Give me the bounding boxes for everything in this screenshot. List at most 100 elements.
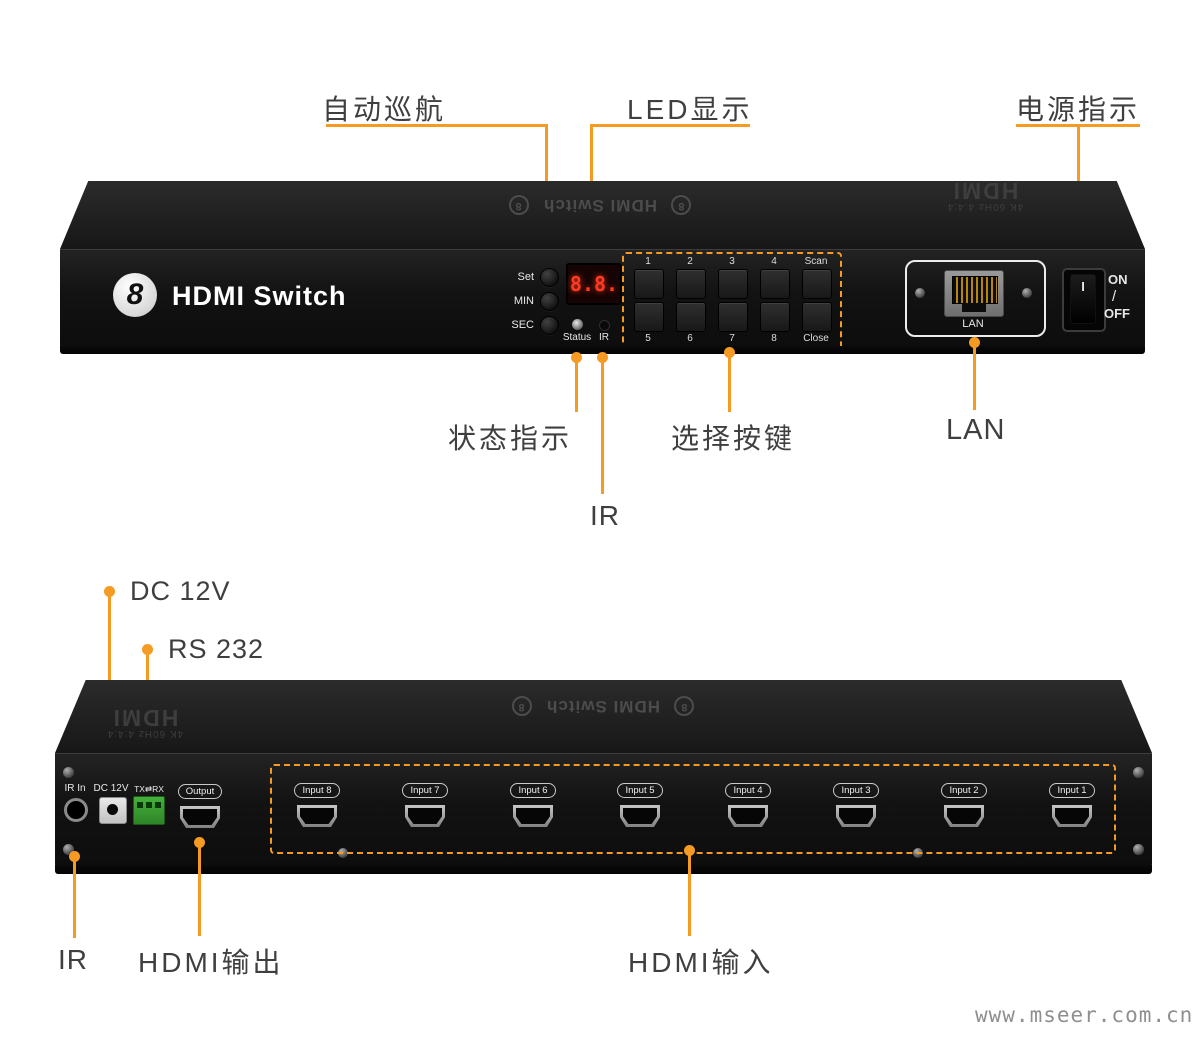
hdmi-port-opening xyxy=(408,808,442,824)
brand-badge-icon: 8 xyxy=(671,195,692,215)
key-button-2 xyxy=(676,269,706,299)
callout-power-indicator-label: 电源指示 xyxy=(1016,94,1141,125)
dc-12v-label: DC 12V xyxy=(93,783,129,794)
txrx-label: TX⇄RX xyxy=(134,784,164,794)
key-label-8: 8 xyxy=(771,333,777,344)
lan-port-outline: LAN xyxy=(905,260,1046,337)
callout-hdmi-in-label: HDMI输入 xyxy=(628,947,774,978)
output-label: Output xyxy=(177,784,223,799)
input-6-label: Input 6 xyxy=(510,783,556,798)
key-label-7: 7 xyxy=(729,333,735,344)
hdmi-input-port-5 xyxy=(620,805,660,827)
input-2-label: Input 2 xyxy=(941,783,987,798)
led-display-value: 8.8. xyxy=(569,272,619,296)
front-top-brand-text: HDMI Switch xyxy=(543,196,657,215)
status-label: Status xyxy=(562,332,592,343)
callout-select-keys-label: 选择按键 xyxy=(671,423,796,454)
input-group-3: Input 3 xyxy=(816,780,896,827)
set-label: Set xyxy=(517,271,534,283)
sec-button xyxy=(540,316,559,335)
key-button-5 xyxy=(634,302,664,332)
on-label: ON xyxy=(1108,272,1128,287)
key-label-4: 4 xyxy=(771,256,777,267)
input-5-label: Input 5 xyxy=(617,783,663,798)
rear-bottom-edge xyxy=(55,865,1152,874)
dc-socket-pin xyxy=(107,804,118,815)
hdmi-input-port-6 xyxy=(513,805,553,827)
power-rocker: I xyxy=(1070,274,1096,324)
hdmi-logo-text: HDMI xyxy=(111,705,179,731)
input-3-label: Input 3 xyxy=(833,783,879,798)
callout-dc12v-label: DC 12V xyxy=(130,576,231,606)
rear-top-brand: 8 HDMI Switch 8 xyxy=(443,696,763,716)
key-label-2: 2 xyxy=(687,256,693,267)
min-label: MIN xyxy=(513,295,534,307)
callout-hdmi-out-label: HDMI输出 xyxy=(138,947,284,978)
hdmi-port-opening xyxy=(839,808,873,824)
screw-icon xyxy=(63,844,74,855)
rear-hdmi-4k-logo: 4K 60Hz 4:4:4 HDMI xyxy=(80,705,210,739)
inputs-dashed-outline: Input 8 Input 7 Input 6 Input 5 Input 4 … xyxy=(270,764,1116,854)
input-group-6: Input 6 xyxy=(493,780,573,827)
callout-ir-line xyxy=(601,361,604,494)
key-button-8 xyxy=(760,302,790,332)
power-switch: I xyxy=(1062,268,1106,332)
hdmi-input-port-3 xyxy=(836,805,876,827)
key-label-3: 3 xyxy=(729,256,735,267)
key-label-1: 1 xyxy=(645,256,651,267)
callout-status-line xyxy=(575,361,578,412)
hdmi-port-opening xyxy=(623,808,657,824)
front-top-face: 8 HDMI Switch 8 4K 60Hz 4:4:4 HDMI xyxy=(60,181,1145,249)
callout-status-dot xyxy=(571,352,582,363)
rear-top-brand-text: HDMI Switch xyxy=(546,697,660,716)
rear-panel: IR In DC 12V TX⇄RX Output Input 8 Input … xyxy=(55,753,1152,866)
set-button xyxy=(540,268,559,287)
off-label: OFF xyxy=(1104,306,1130,321)
key-label-close: Close xyxy=(803,333,829,344)
front-bottom-edge xyxy=(60,346,1145,354)
brand-badge-icon: 8 xyxy=(511,696,532,716)
led-display: 8.8. xyxy=(566,263,622,305)
on-off-slash: / xyxy=(1112,288,1117,305)
key-button-close xyxy=(802,302,832,332)
callout-dc12v-dot xyxy=(104,586,115,597)
screw-icon xyxy=(63,767,74,778)
key-button-4 xyxy=(760,269,790,299)
key-button-1 xyxy=(634,269,664,299)
input-8-label: Input 8 xyxy=(294,783,340,798)
input-group-2: Input 2 xyxy=(924,780,1004,827)
callout-lan-dot xyxy=(969,337,980,348)
hdmi-output-port xyxy=(180,806,220,828)
status-led xyxy=(572,319,583,330)
callout-hdmi-out-dot xyxy=(194,837,205,848)
callout-rear-ir-line xyxy=(73,860,76,938)
output-group: Output xyxy=(160,781,240,828)
input-1-label: Input 1 xyxy=(1049,783,1095,798)
callout-hdmi-in-dot xyxy=(684,845,695,856)
callout-hdmi-in-line xyxy=(688,854,691,936)
screw-icon xyxy=(915,288,925,298)
callout-auto-cruise-underline xyxy=(326,124,548,127)
hdmi-port-opening xyxy=(183,809,217,825)
callout-lan-label: LAN xyxy=(946,414,1006,446)
callout-auto-cruise-label: 自动巡航 xyxy=(322,94,447,125)
callout-rear-ir-dot xyxy=(69,851,80,862)
key-button-6 xyxy=(676,302,706,332)
callout-led-display-label: LED显示 xyxy=(627,94,753,125)
rs232-terminal-block xyxy=(133,796,165,825)
hdmi-port-opening xyxy=(731,808,765,824)
callout-hdmi-out-line xyxy=(198,846,201,936)
rj45-pins xyxy=(952,276,998,304)
ir-in-label: IR In xyxy=(64,783,86,794)
key-button-3 xyxy=(718,269,748,299)
input-4-label: Input 4 xyxy=(725,783,771,798)
callout-rear-ir-label: IR xyxy=(58,944,88,975)
keys-dashed-outline: 1 2 3 4 Scan 5 6 7 8 Close xyxy=(622,252,842,351)
rj45-tab xyxy=(962,303,986,312)
sec-label: SEC xyxy=(511,319,534,331)
hdmi-input-port-7 xyxy=(405,805,445,827)
key-label-6: 6 xyxy=(687,333,693,344)
rj45-jack xyxy=(944,270,1004,317)
hdmi-port-opening xyxy=(300,808,334,824)
